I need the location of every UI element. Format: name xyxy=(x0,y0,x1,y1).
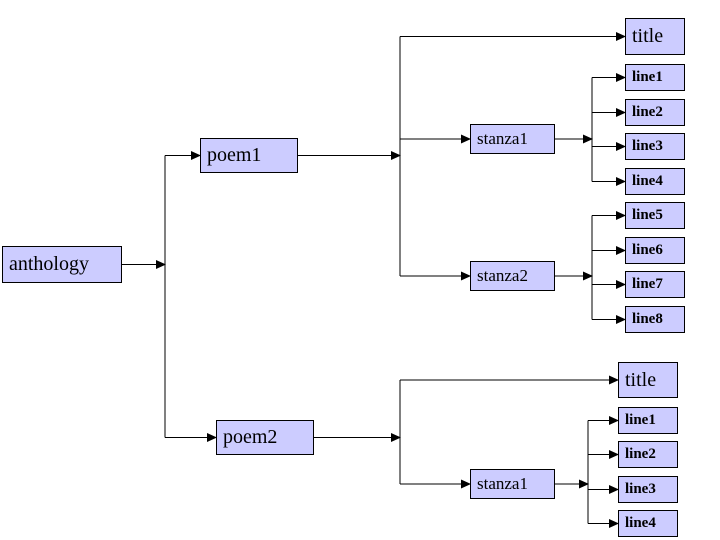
node-poem1-stanza2-line6: line6 xyxy=(625,237,685,264)
node-poem2-stanza1-line4: line4 xyxy=(618,510,678,537)
node-poem1-stanza1-line4: line4 xyxy=(625,168,685,195)
node-poem2-title: title xyxy=(618,362,678,398)
node-poem1-stanza1-line1: line1 xyxy=(625,64,685,91)
node-poem1-stanza1-line2: line2 xyxy=(625,99,685,126)
node-poem1-stanza2: stanza2 xyxy=(470,261,555,291)
node-poem1-title: title xyxy=(625,18,685,55)
node-poem1-stanza1: stanza1 xyxy=(470,124,555,154)
node-poem2-stanza1: stanza1 xyxy=(470,469,555,499)
node-poem2-stanza1-line3: line3 xyxy=(618,476,678,503)
node-poem2-stanza1-line2: line2 xyxy=(618,441,678,468)
node-anthology: anthology xyxy=(2,246,122,283)
node-poem2: poem2 xyxy=(216,420,314,455)
node-poem1-stanza2-line7: line7 xyxy=(625,271,685,298)
node-poem1-stanza2-line5: line5 xyxy=(625,202,685,229)
node-poem2-stanza1-line1: line1 xyxy=(618,407,678,434)
node-poem1: poem1 xyxy=(200,138,298,173)
node-poem1-stanza2-line8: line8 xyxy=(625,306,685,333)
node-poem1-stanza1-line3: line3 xyxy=(625,133,685,160)
